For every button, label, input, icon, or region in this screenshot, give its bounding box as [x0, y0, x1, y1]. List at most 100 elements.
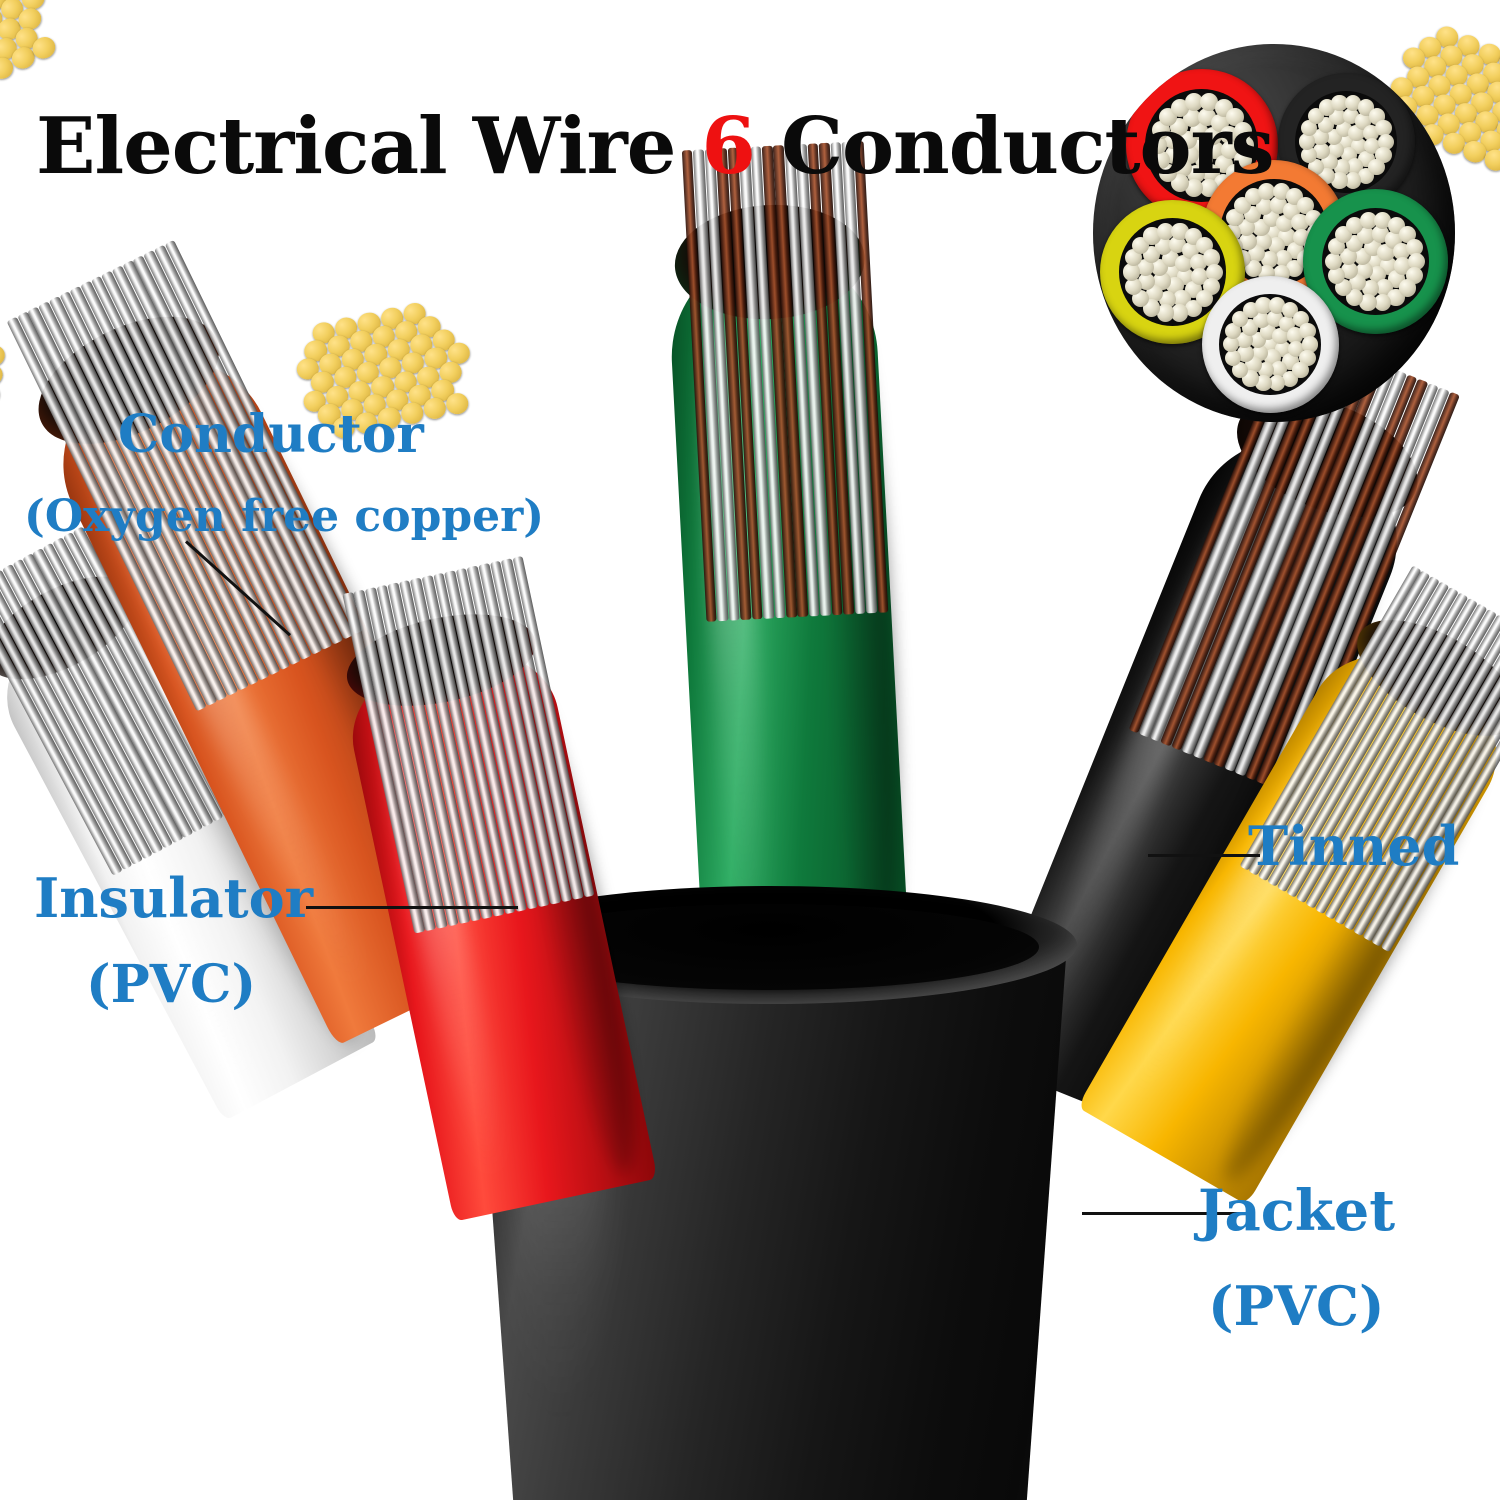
cross-section-strand [1301, 119, 1318, 137]
cross-section-strand [1255, 375, 1272, 392]
cross-section-strand [1257, 362, 1274, 379]
cross-section-strand [1361, 279, 1380, 298]
cross-section-strand [1301, 146, 1318, 164]
title-suffix: Conductors [754, 101, 1275, 192]
tinned-leader-line [1148, 854, 1260, 857]
title-prefix: Electrical Wire [36, 101, 702, 192]
label-jacket-detail: (PVC) [1208, 1274, 1385, 1338]
cross-section-strand [1272, 327, 1289, 345]
cross-section-strand [1222, 336, 1240, 353]
cross-section-strand [1299, 322, 1316, 340]
cross-section-strand [1333, 159, 1350, 176]
cross-section-strand [1260, 250, 1278, 269]
cross-section-strand [1197, 107, 1216, 126]
cross-section-strand [1237, 345, 1254, 362]
cross-section-strand [1148, 136, 1167, 155]
cross-section-strand [1398, 279, 1416, 297]
cross-section-strand [1203, 249, 1221, 267]
cross-section-strand [1258, 182, 1276, 200]
cross-section-strand [1292, 361, 1309, 379]
cross-section-strand [1344, 172, 1362, 189]
cross-section-strand [1200, 93, 1219, 112]
cross-section-strand [1124, 277, 1143, 295]
cross-section-strand [1171, 222, 1189, 240]
cross-section-strand [1143, 299, 1161, 317]
cross-section-strand [1165, 146, 1184, 165]
cross-section-strand [1345, 94, 1362, 112]
cross-section-strand [1174, 254, 1192, 272]
label-insulator: Insulator [34, 866, 314, 930]
cross-section-strand [1331, 94, 1348, 111]
cross-section-strand [1392, 243, 1410, 261]
page-title: Electrical Wire 6 Conductors [36, 108, 1275, 186]
cross-section-strand [1374, 211, 1392, 229]
cross-section-strand [1219, 126, 1238, 145]
cross-section-strand [1362, 124, 1380, 141]
cross-section-strand [1286, 327, 1304, 344]
cross-section-strand [1313, 142, 1330, 159]
label-conductor: Conductor [118, 404, 424, 465]
cross-section-strand [1205, 263, 1223, 281]
cross-section-strand [1408, 252, 1426, 270]
cross-section-strand [1171, 304, 1189, 322]
cross-section-strand [1357, 226, 1375, 244]
cross-section-strand [1173, 158, 1192, 177]
cross-section-core-yellow [1119, 218, 1227, 326]
label-tinned: Tinned [1248, 814, 1460, 878]
cross-section-strand [1270, 196, 1288, 214]
cross-section-conductor-white [1201, 275, 1340, 414]
cross-section-strand [1346, 216, 1364, 234]
yellow-wire [1077, 565, 1500, 1205]
cross-section-strand [1168, 236, 1187, 254]
cross-section-strand [1256, 197, 1274, 215]
title-highlight-number: 6 [701, 101, 756, 192]
cross-section-strand [1340, 262, 1358, 280]
cross-section-strand [1122, 263, 1140, 281]
cross-section-strand [1331, 172, 1348, 189]
cross-section-strand [1339, 247, 1357, 265]
cross-section-strand [1136, 258, 1154, 276]
cross-section-conductor-red [1125, 69, 1278, 222]
cross-section-core-green [1321, 207, 1429, 315]
insulator-leader-line [306, 906, 518, 909]
cross-section-strand [1368, 159, 1385, 176]
cross-section-strand [1318, 99, 1335, 116]
cross-section-strand [1371, 225, 1389, 243]
cross-section-strand [1325, 252, 1343, 270]
cross-section-strand [1298, 133, 1316, 150]
cross-section-strand [1185, 93, 1204, 112]
cross-section-core-white [1219, 293, 1322, 396]
cross-section-strand [1195, 290, 1213, 308]
cross-section-strand [1159, 164, 1178, 183]
cross-section-strand [1345, 288, 1364, 306]
cross-section-strand [1236, 331, 1253, 348]
cross-section-strand [1238, 218, 1256, 236]
cross-section-strand [1244, 187, 1262, 205]
cross-section-strand [1239, 233, 1257, 251]
cross-section-strand [1329, 108, 1346, 126]
cross-section-core-red [1145, 89, 1258, 202]
cross-section-strand [1170, 98, 1189, 117]
cross-section-strand [1187, 164, 1206, 183]
cross-section-strand [1231, 361, 1249, 378]
cross-section-strand [1377, 133, 1394, 150]
cross-section-strand [1342, 107, 1360, 124]
cross-section-strand [1233, 121, 1252, 140]
cross-section-strand [1301, 336, 1318, 353]
cross-section-strand [1269, 297, 1286, 314]
cross-section-core-black [1295, 90, 1398, 193]
cross-section-strand [1266, 310, 1284, 327]
cross-section-strand [1225, 349, 1242, 366]
cross-section-strand [1182, 109, 1201, 127]
cross-section-strand [1373, 293, 1392, 311]
label-insulator-detail: (PVC) [86, 954, 257, 1015]
cross-section-strand [1151, 121, 1170, 140]
cross-section-strand [1359, 293, 1377, 311]
cross-section-strand [1236, 136, 1255, 155]
cross-section-strand [1143, 227, 1161, 245]
cross-section-strand [1156, 304, 1174, 322]
cross-section-strand [1242, 302, 1259, 319]
cross-section-strand [1190, 254, 1208, 272]
label-jacket: Jacket [1198, 1178, 1396, 1244]
